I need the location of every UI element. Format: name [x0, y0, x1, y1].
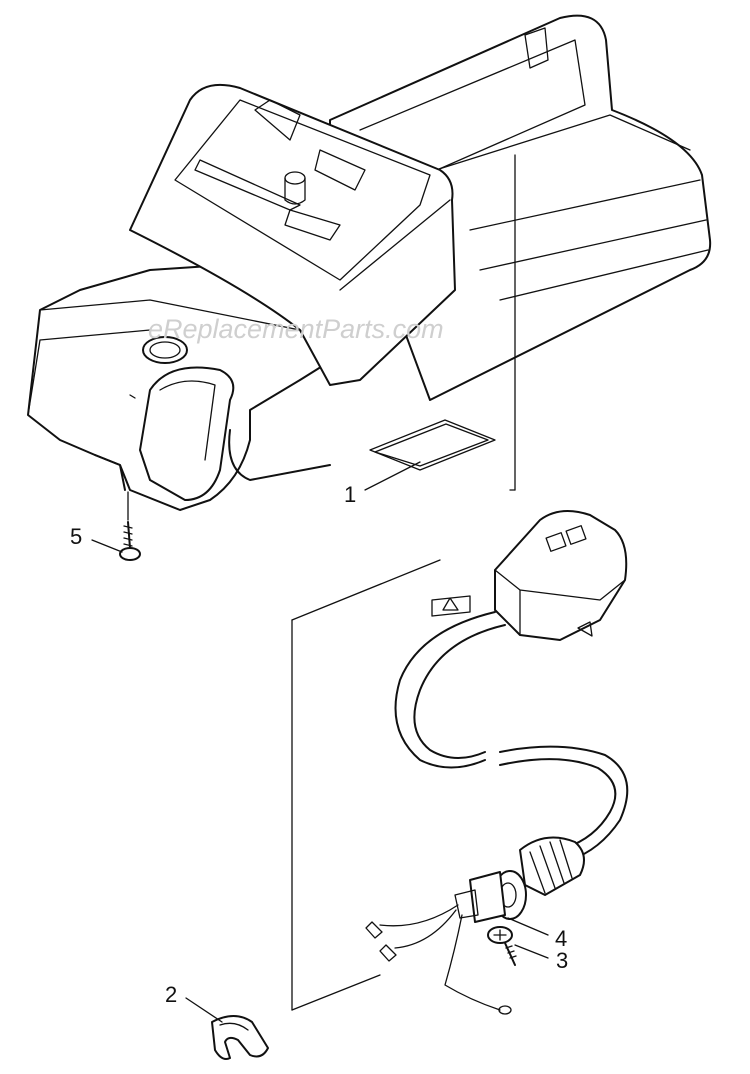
- callout-3: 3: [514, 944, 568, 973]
- switch-cable-assembly-icon: [365, 510, 629, 1015]
- callout-4: 4: [507, 917, 567, 951]
- watermark-text: eReplacementParts.com: [148, 314, 444, 344]
- housing-cover-icon: [27, 14, 712, 511]
- callout-5: 5: [70, 524, 123, 553]
- callout-number: 3: [556, 948, 568, 973]
- screw-icon: [119, 521, 141, 561]
- callout-1: 1: [344, 461, 421, 507]
- callout-2: 2: [165, 982, 223, 1023]
- callout-number: 1: [344, 482, 356, 507]
- cable-clip-icon: [211, 1015, 269, 1060]
- callout-number: 2: [165, 982, 177, 1007]
- callout-number: 4: [555, 926, 567, 951]
- screw-icon: [487, 926, 517, 966]
- callout-number: 5: [70, 524, 82, 549]
- assembly-guide-lines: [127, 154, 516, 1011]
